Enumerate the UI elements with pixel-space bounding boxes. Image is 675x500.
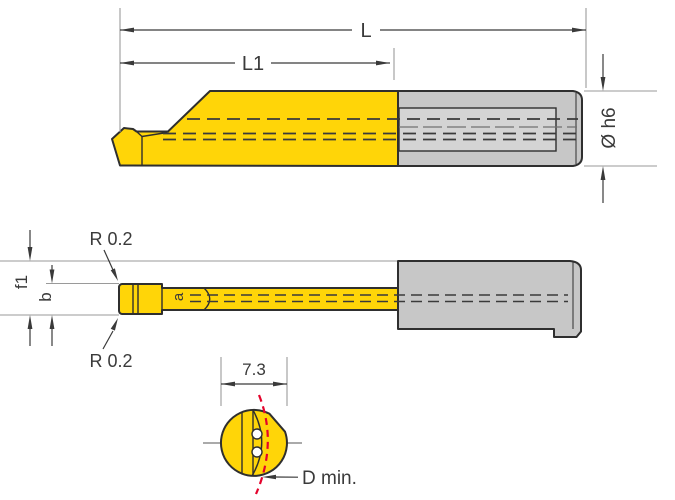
callout-radius-top: R 0.2 bbox=[89, 229, 133, 281]
tool-body bbox=[111, 90, 399, 167]
tip-detail-lines bbox=[136, 130, 168, 165]
shank-bore bbox=[398, 107, 557, 152]
label-head-width: 7.3 bbox=[242, 360, 266, 379]
hidden-lines bbox=[163, 118, 578, 141]
dimension-f1: f1 bbox=[12, 230, 33, 346]
tool-marking: a bbox=[170, 292, 187, 301]
label-r02-bottom: R 0.2 bbox=[89, 351, 132, 371]
section-detail-lines bbox=[241, 409, 263, 477]
label-f1: f1 bbox=[12, 275, 31, 289]
label-L: L bbox=[360, 20, 371, 42]
callout-radius-bottom: R 0.2 bbox=[89, 318, 133, 371]
clamp-hole-bottom bbox=[251, 446, 263, 458]
label-b: b bbox=[36, 292, 55, 301]
min-bore-arc bbox=[254, 394, 269, 495]
dimension-head-width: 7.3 bbox=[220, 357, 288, 406]
label-dia-h6: Ø h6 bbox=[599, 107, 620, 148]
clamp-hole-top bbox=[251, 428, 263, 440]
tool-shank-front bbox=[397, 260, 582, 338]
label-min-bore: D min. bbox=[302, 468, 357, 489]
dimension-b: b bbox=[36, 265, 55, 346]
bore-hidden-lines bbox=[190, 294, 568, 303]
top-view: L L1 Ø h6 bbox=[111, 8, 657, 203]
section-view: 7.3 D min. bbox=[203, 357, 357, 495]
dimension-L: L bbox=[120, 20, 586, 42]
head-section bbox=[220, 408, 288, 477]
dimension-dia-h6: Ø h6 bbox=[584, 54, 657, 203]
callout-min-bore: D min. bbox=[262, 468, 357, 489]
middle-view: f1 b R 0.2 R 0.2 a bbox=[0, 229, 582, 371]
label-r02-top: R 0.2 bbox=[89, 229, 132, 249]
dimension-L1: L1 bbox=[120, 53, 390, 75]
tool-bar bbox=[118, 283, 401, 315]
bar-detail-lines bbox=[132, 284, 211, 314]
label-L1: L1 bbox=[242, 53, 264, 75]
